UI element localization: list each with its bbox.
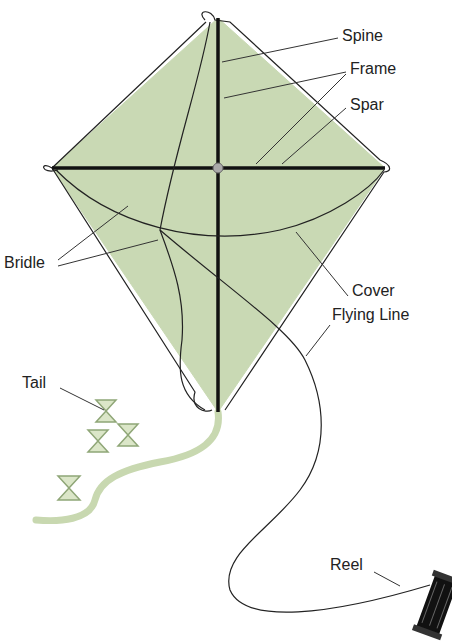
frame-string <box>44 12 390 411</box>
bridle-long <box>160 22 210 410</box>
reel <box>412 570 452 640</box>
part-label: Reel <box>330 556 363 574</box>
kite-cover <box>52 18 385 412</box>
part-label: Spar <box>350 96 384 114</box>
flying-line <box>160 230 430 612</box>
part-label: Spine <box>342 27 383 45</box>
tail-ribbon <box>36 412 218 521</box>
part-label: Flying Line <box>332 306 409 324</box>
part-label: Bridle <box>4 254 45 272</box>
part-label: Frame <box>350 60 396 78</box>
part-label: Cover <box>352 282 395 300</box>
spar-joint <box>213 163 223 173</box>
bridle-cross <box>56 170 384 236</box>
tail-bows <box>58 400 138 500</box>
part-label: Tail <box>22 374 46 392</box>
spine <box>216 18 220 412</box>
